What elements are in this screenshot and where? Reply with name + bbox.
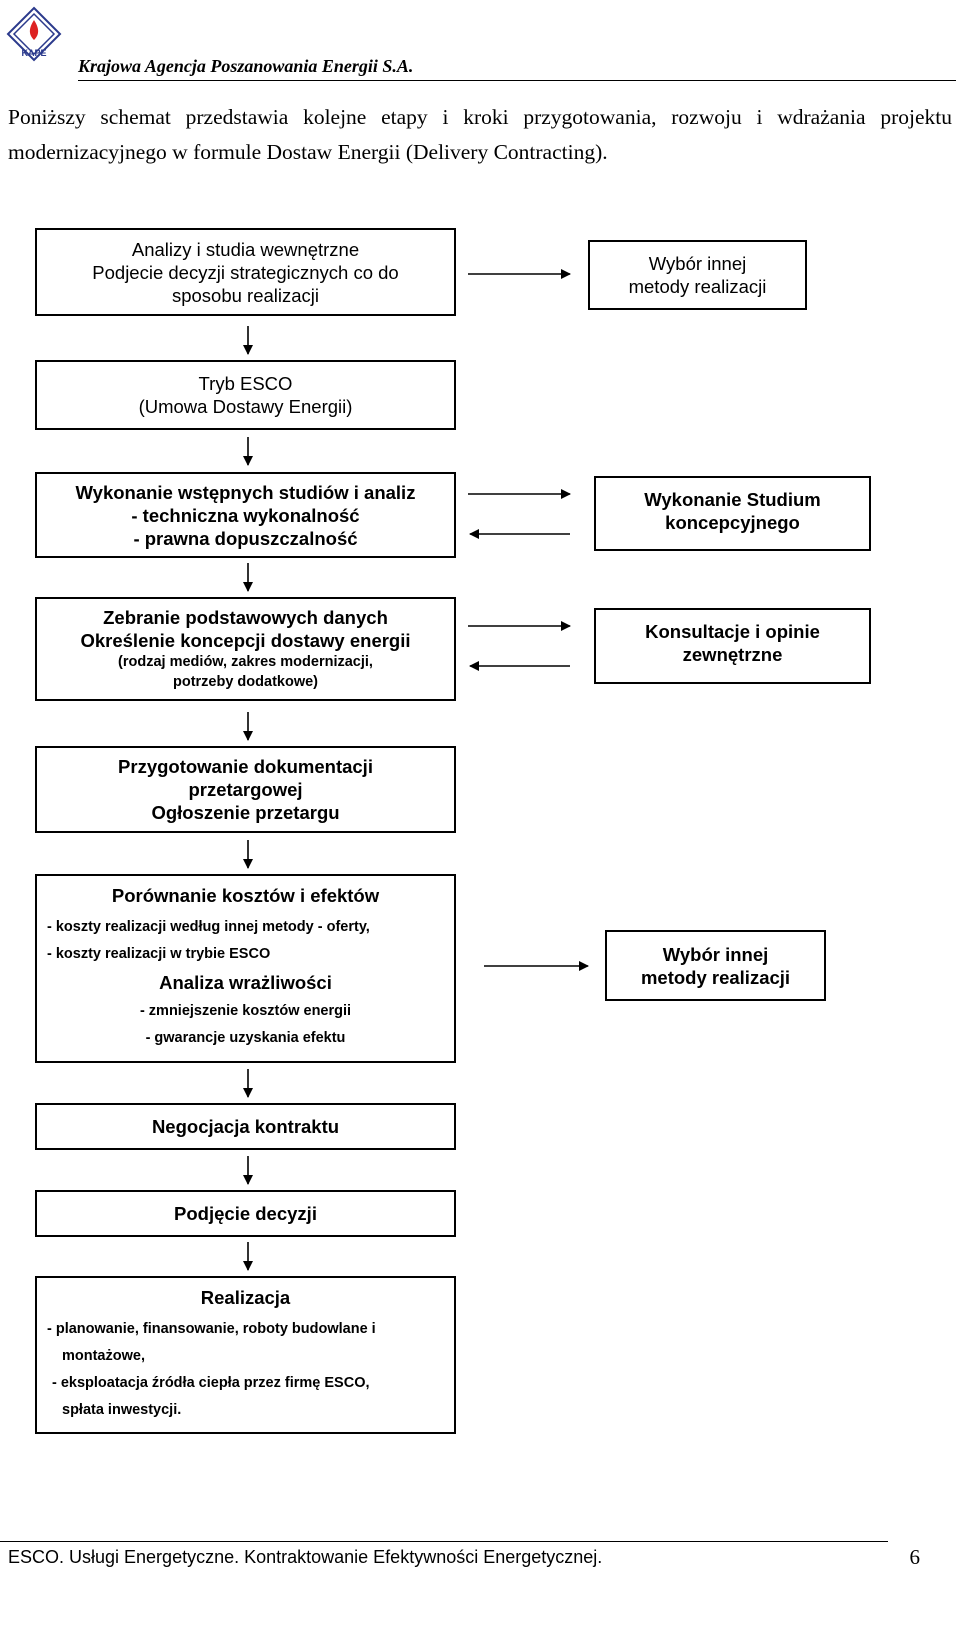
step-list-item: - planowanie, finansowanie, roboty budow… — [47, 1321, 376, 1337]
step-data-collection-box: Zebranie podstawowych danych Określenie … — [35, 597, 456, 701]
footer-rule — [0, 1541, 888, 1542]
step-list-item: - koszty realizacji według innej metody … — [47, 919, 370, 935]
step-list-item: - koszty realizacji w trybie ESCO — [47, 946, 271, 962]
step-list-item: - eksploatacja źródła ciepła przez firmę… — [52, 1375, 370, 1391]
side-line: metody realizacji — [640, 966, 791, 988]
side-consultations-box: Konsultacje i opinie zewnętrzne — [594, 608, 871, 684]
step-line: potrzeby dodatkowe) — [172, 674, 318, 690]
step-preliminary-studies-box: Wykonanie wstępnych studiów i analiz - t… — [35, 472, 456, 558]
step-line: Zebranie podstawowych danych — [103, 607, 388, 628]
step-line: Określenie koncepcji dostawy energii — [80, 630, 411, 651]
step-line: Podjęcie decyzji — [174, 1203, 317, 1224]
step-list-item: spłata inwestycji. — [62, 1402, 182, 1418]
step-line: (rodzaj mediów, zakres modernizacji, — [118, 654, 373, 670]
step-cost-comparison-box: Porównanie kosztów i efektów - koszty re… — [35, 874, 456, 1063]
side-other-method-box-2: Wybór innej metody realizacji — [605, 930, 826, 1001]
step-line: przetargowej — [188, 779, 303, 800]
step-subtitle: Analiza wrażliwości — [159, 972, 332, 993]
footer-text: ESCO. Usługi Energetyczne. Kontraktowani… — [8, 1547, 603, 1567]
side-line: Wybór innej — [648, 253, 747, 274]
step-line: Podjecie decyzji strategicznych co do — [92, 261, 399, 283]
step-line: (Umowa Dostawy Energii) — [138, 396, 353, 417]
side-line: koncepcyjnego — [665, 512, 800, 533]
page-number: 6 — [909, 1545, 921, 1569]
side-line: metody realizacji — [628, 276, 767, 297]
step-title: Porównanie kosztów i efektów — [111, 885, 380, 906]
organization-name: Krajowa Agencja Poszanowania Energii S.A… — [78, 56, 414, 76]
step-line: Wykonanie wstępnych studiów i analiz — [75, 481, 416, 503]
step-list-item: montażowe, — [62, 1348, 145, 1364]
step-line: - techniczna wykonalność — [131, 504, 360, 526]
side-line: Konsultacje i opinie — [645, 621, 820, 642]
page-header: KAPE Krajowa Agencja Poszanowania Energi… — [0, 0, 960, 86]
side-concept-study-box: Wykonanie Studium koncepcyjnego — [594, 476, 871, 551]
step-analyses-box: Analizy i studia wewnętrzne Podjecie dec… — [35, 228, 456, 316]
intro-paragraph: Poniższy schemat przedstawia kolejne eta… — [8, 105, 952, 164]
kape-logo: KAPE — [6, 6, 62, 62]
side-other-method-box: Wybór innej metody realizacji — [588, 240, 807, 310]
side-line: Wykonanie Studium — [644, 489, 821, 510]
step-line: Ogłoszenie przetargu — [151, 802, 340, 823]
step-line: Negocjacja kontraktu — [151, 1116, 340, 1137]
step-line: sposobu realizacji — [171, 284, 320, 306]
side-line: Wybór innej — [662, 943, 769, 965]
header-rule — [78, 80, 956, 81]
step-negotiation-box: Negocjacja kontraktu — [35, 1103, 456, 1150]
step-line: Przygotowanie dokumentacji — [118, 756, 373, 777]
step-tender-docs-box: Przygotowanie dokumentacji przetargowej … — [35, 746, 456, 833]
step-line: Tryb ESCO — [198, 373, 293, 394]
step-decision-box: Podjęcie decyzji — [35, 1190, 456, 1237]
step-line: - prawna dopuszczalność — [133, 527, 358, 549]
step-esco-mode-box: Tryb ESCO (Umowa Dostawy Energii) — [35, 360, 456, 430]
step-list-item: - gwarancje uzyskania efektu — [145, 1030, 346, 1046]
step-list-item: - zmniejszenie kosztów energii — [139, 1003, 352, 1019]
step-line: Analizy i studia wewnętrzne — [131, 238, 360, 260]
step-realization-box: Realizacja - planowanie, finansowanie, r… — [35, 1276, 456, 1434]
step-title: Realizacja — [200, 1287, 291, 1308]
logo-text: KAPE — [21, 48, 46, 58]
side-line: zewnętrzne — [682, 644, 783, 665]
